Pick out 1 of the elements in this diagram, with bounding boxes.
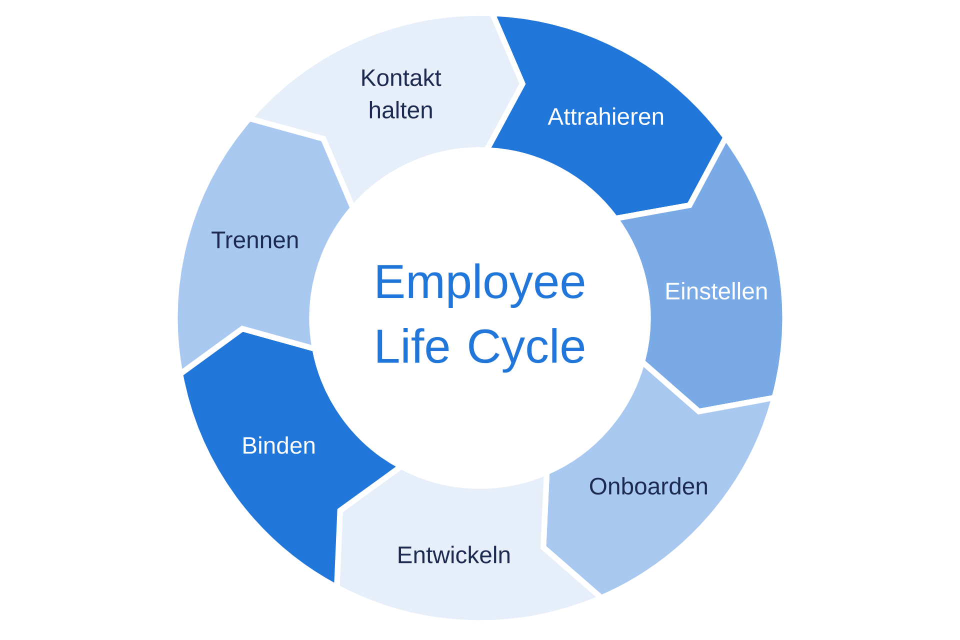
- title: Employee Life Cycle: [378, 263, 584, 373]
